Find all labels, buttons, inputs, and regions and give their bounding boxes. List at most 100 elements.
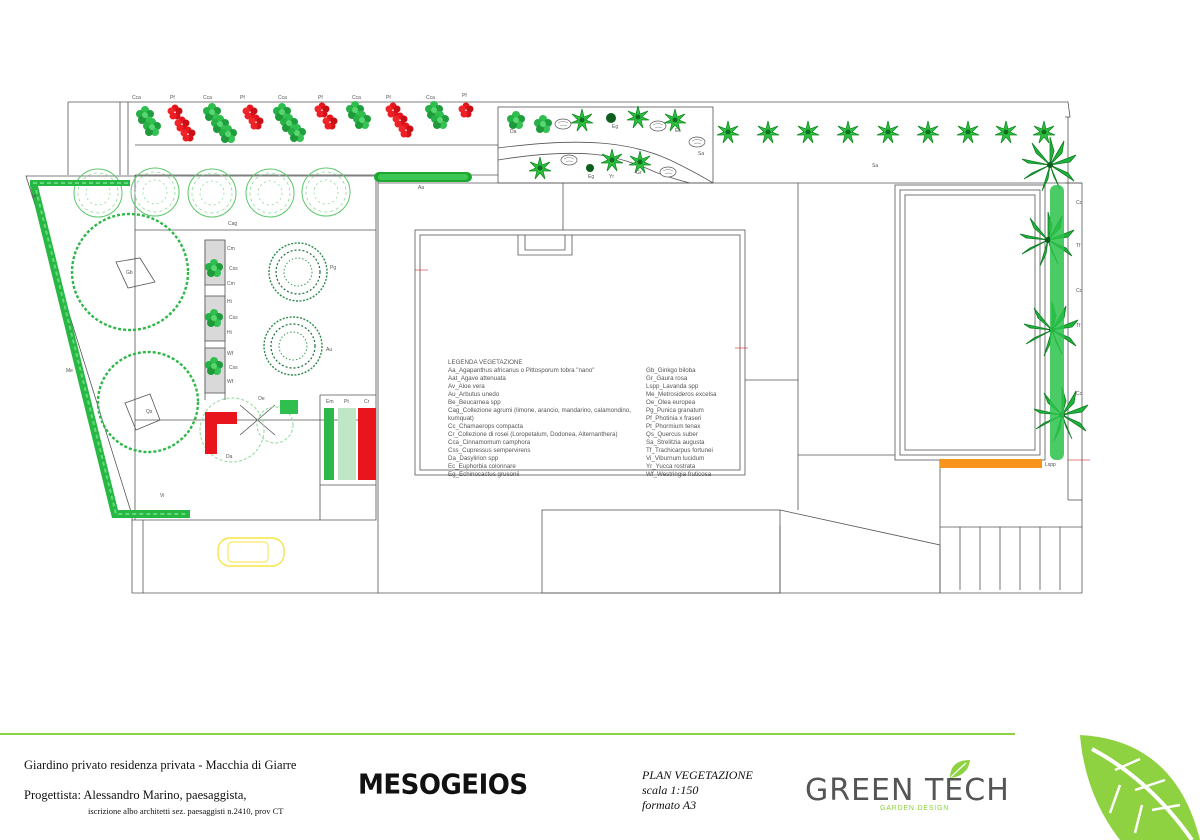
label-me: Me bbox=[66, 368, 73, 374]
label-qs: Qs bbox=[146, 409, 153, 415]
label-vi-bottom: Vi bbox=[160, 493, 164, 499]
legend-item: Eg_Echinocactus grusonii bbox=[448, 471, 519, 478]
label-tf-2: Tf bbox=[1076, 323, 1081, 329]
footer-divider bbox=[0, 733, 1015, 735]
legend-item: Be_Beucarnea spp bbox=[448, 399, 501, 406]
large-trees: Gb Qs bbox=[70, 212, 200, 454]
plan-name: PLAN VEGETAZIONE bbox=[642, 768, 753, 782]
top-row-labels: Cca Pf Cca Pf Cca Pf Cca Pf Cca Pf bbox=[132, 93, 467, 101]
label-cca: Cca bbox=[278, 95, 287, 101]
label-tf: Tf bbox=[1076, 243, 1081, 249]
label-hi: Hi bbox=[227, 299, 232, 305]
label-gr: Gr bbox=[636, 170, 642, 176]
cypress-column: Cm Css Cm Hi Css Hi Wf Css Wf bbox=[205, 246, 238, 385]
small-leaf-icon bbox=[950, 760, 970, 778]
plan-scale: scala 1:150 bbox=[642, 783, 699, 797]
legend-item: Ec_Euphorbia colonnare bbox=[448, 463, 516, 470]
succulent-garden: Da Eg Eg Yr Gr Ec Sa bbox=[507, 105, 706, 180]
legend-item: Pt_Phormium tenax bbox=[646, 423, 701, 430]
label-cca: Cca bbox=[426, 95, 435, 101]
label-wf: Wf bbox=[227, 351, 234, 357]
legend-item: Aat_Agave attenuata bbox=[448, 375, 506, 382]
green-tech-logo: GREEN TECH GARDEN DESIGN bbox=[805, 760, 1025, 815]
label-pf: Pf bbox=[318, 95, 323, 101]
legend-item: Au_Arbutus unedo bbox=[448, 391, 500, 398]
label-eg: Eg bbox=[612, 124, 618, 130]
label-yr: Yr bbox=[609, 174, 614, 180]
pomegranate-arbutus: Pg Au bbox=[263, 242, 336, 376]
label-sa-small: Sa bbox=[698, 151, 704, 157]
legend-item: Av_Aloe vera bbox=[448, 383, 485, 390]
plan-info: PLAN VEGETAZIONE scala 1:150 formato A3 bbox=[642, 768, 753, 813]
legend-title: LEGENDA VEGETAZIONE bbox=[448, 359, 523, 366]
label-sa: Sa bbox=[872, 163, 878, 169]
legend-item: Pg_Punica granatum bbox=[646, 407, 704, 414]
vegetation-legend: LEGENDA VEGETAZIONE Aa_Agapanthus africa… bbox=[448, 359, 717, 478]
mesogeios-logo: MESOGEIOS bbox=[358, 769, 528, 801]
label-cc-3: Cc bbox=[1076, 391, 1083, 397]
label-pf: Pf bbox=[462, 93, 467, 99]
legend-item: kumquat) bbox=[448, 415, 474, 422]
label-cc: Cc bbox=[1076, 200, 1083, 206]
label-cr: Cr bbox=[364, 399, 370, 405]
vi-perimeter-hedge: Vi Me Vi bbox=[30, 180, 190, 518]
lavender-strip: Lspp bbox=[940, 459, 1056, 468]
car-outline bbox=[217, 537, 285, 567]
logo-subtitle: GARDEN DESIGN bbox=[880, 805, 950, 812]
label-au: Au bbox=[326, 347, 332, 353]
legend-item: Cc_Chamaerops compacta bbox=[448, 423, 524, 430]
landscape-plan: Cca Pf Cca Pf Cca Pf Cca Pf Cca Pf Aa Ca… bbox=[25, 93, 1090, 594]
legend-item: Qs_Quercus suber bbox=[646, 431, 698, 438]
legend-item: Lspp_Lavanda spp bbox=[646, 383, 699, 390]
label-pt: Pt bbox=[344, 399, 349, 405]
planter-em-pt-cr: Em Pt Cr bbox=[324, 399, 376, 480]
label-da-left: Da bbox=[226, 454, 233, 460]
legend-item: Yr_Yucca rostrata bbox=[646, 463, 696, 470]
label-cca: Cca bbox=[352, 95, 361, 101]
legend-item: Gb_Ginkgo biloba bbox=[646, 367, 696, 374]
label-css-2: Css bbox=[229, 315, 238, 321]
leaf-icon bbox=[1080, 735, 1200, 840]
aa-hedge: Aa bbox=[374, 172, 472, 191]
legend-item: Cag_Collezione agrumi (limone, arancio, … bbox=[448, 407, 631, 414]
project-title: Giardino privato residenza privata - Mac… bbox=[24, 758, 297, 772]
label-pf: Pf bbox=[386, 95, 391, 101]
label-cag: Cag bbox=[228, 221, 237, 227]
citrus-trees-row: Cag bbox=[73, 167, 351, 227]
legend-item: Css_Cupressus sempervirens bbox=[448, 447, 531, 454]
top-hedge-row bbox=[136, 101, 474, 143]
legend-item: Oe_Olea europea bbox=[646, 399, 696, 406]
label-gb: Gb bbox=[126, 270, 133, 276]
designer-line: Progettista: Alessandro Marino, paesaggi… bbox=[24, 788, 247, 802]
label-em: Em bbox=[326, 399, 334, 405]
legend-item: Me_Metrosideros excelsa bbox=[646, 391, 717, 398]
label-cc-2: Cc bbox=[1076, 288, 1083, 294]
legend-item: Pf_Photinia x fraseri bbox=[646, 415, 701, 422]
label-pf: Pf bbox=[240, 95, 245, 101]
label-oe: Oe bbox=[258, 396, 265, 402]
legend-item: Gr_Gaura rosa bbox=[646, 375, 688, 382]
logo-wordmark: GREEN TECH bbox=[805, 773, 1010, 808]
label-da: Da bbox=[510, 129, 517, 135]
label-hi-2: Hi bbox=[227, 330, 232, 336]
label-ec: Ec bbox=[675, 128, 681, 134]
legend-item: Tf_Trachicarpus fortunei bbox=[646, 447, 713, 454]
label-css-3: Css bbox=[229, 365, 238, 371]
label-eg-2: Eg bbox=[588, 174, 594, 180]
plan-outlines bbox=[25, 101, 1090, 594]
plan-format: formato A3 bbox=[642, 798, 697, 812]
olive-and-roses: Oe Da bbox=[199, 396, 298, 463]
label-lspp: Lspp bbox=[1045, 462, 1056, 468]
legend-item: Da_Dasylirion spp bbox=[448, 455, 499, 462]
label-cm-2: Cm bbox=[227, 281, 235, 287]
label-css: Css bbox=[229, 266, 238, 272]
legend-item: Cr_Collezione di rosei (Loropetalum, Dod… bbox=[448, 431, 618, 438]
strelitzia-row: Sa bbox=[716, 120, 1056, 169]
legend-item: Vi_Viburnum lucidum bbox=[646, 455, 704, 462]
label-cca: Cca bbox=[132, 95, 141, 101]
label-cm: Cm bbox=[227, 246, 235, 252]
label-cca: Cca bbox=[203, 95, 212, 101]
legend-item: Aa_Agapanthus africanus o Pittosporum to… bbox=[448, 367, 594, 374]
label-wf-2: Wf bbox=[227, 379, 234, 385]
legend-item: Wf_Westringia fruticosa bbox=[646, 471, 712, 478]
